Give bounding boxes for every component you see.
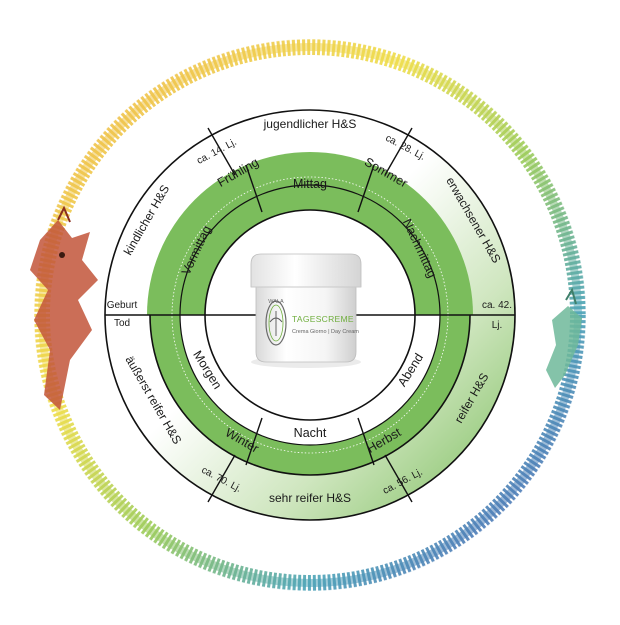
ouroboros-serpent-icon — [30, 38, 587, 592]
jar-body — [255, 286, 357, 363]
marker-age-42-a: ca. 42. — [482, 300, 512, 311]
marker-birth: Geburt — [107, 300, 138, 311]
label-very-mature: sehr reifer H&S — [269, 491, 351, 505]
serpent-head-icon — [30, 205, 98, 410]
label-night: Nacht — [294, 426, 327, 440]
marker-death: Tod — [114, 318, 130, 329]
jar-brand: WALA — [268, 299, 284, 305]
label-noon: Mittag — [293, 177, 327, 191]
wala-logo-icon: WALA — [265, 299, 287, 346]
product-jar: WALA TAGESCREME Crema Giorno | Day Cream — [250, 253, 362, 368]
marker-age-42-b: Lj. — [492, 320, 503, 331]
radial-dividers — [207, 127, 413, 503]
serpent-tail-icon — [546, 287, 582, 388]
jar-lid — [250, 253, 362, 288]
label-youth: jugendlicher H&S — [263, 117, 357, 131]
jar-subtitle: Crema Giorno | Day Cream — [292, 329, 359, 335]
jar-title: TAGESCREME — [292, 314, 354, 324]
